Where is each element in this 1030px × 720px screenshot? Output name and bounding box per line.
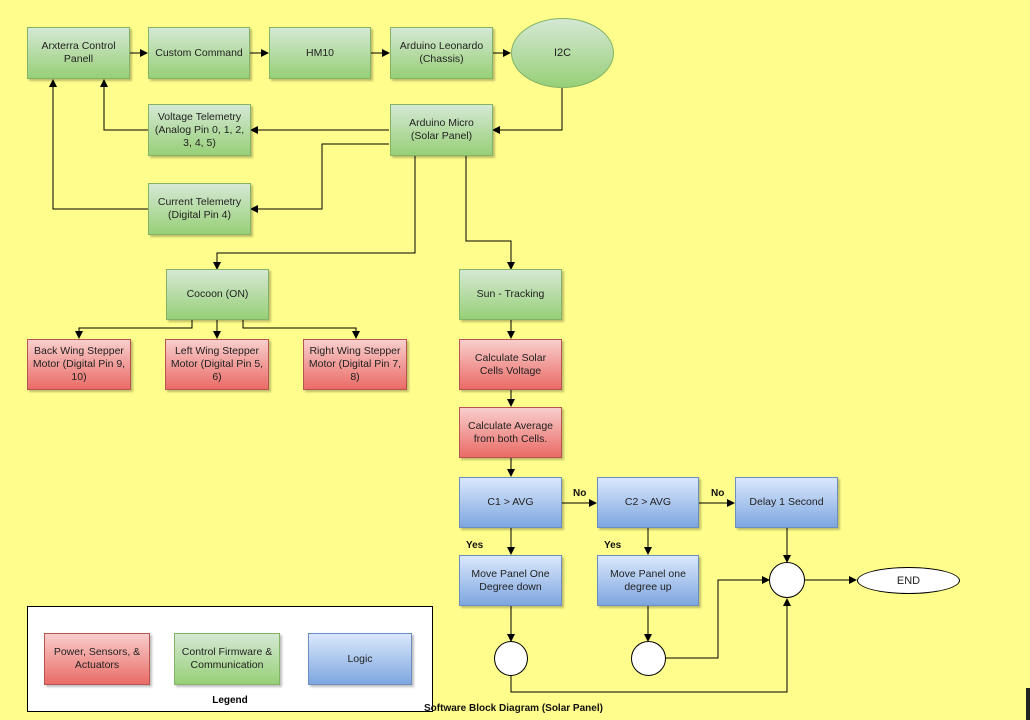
node-calculate-voltage: Calculate Solar Cells Voltage bbox=[459, 339, 562, 390]
connector-circle-down bbox=[494, 641, 528, 676]
join-circle bbox=[769, 562, 805, 598]
edge-cocoon-right bbox=[242, 320, 360, 339]
edge-bar bbox=[1026, 688, 1030, 720]
legend-logic: Logic bbox=[308, 633, 412, 685]
node-arduino-leonardo: Arduino Leonardo (Chassis) bbox=[390, 27, 493, 79]
diagram-caption: Software Block Diagram (Solar Panel) bbox=[424, 703, 603, 714]
node-c2-greater-avg: C2 > AVG bbox=[597, 477, 699, 528]
node-right-wing-motor: Right Wing Stepper Motor (Digital Pin 7,… bbox=[303, 339, 407, 390]
edge-micro-cocoon bbox=[213, 156, 416, 270]
node-end: END bbox=[857, 567, 960, 594]
legend-control-firmware: Control Firmware & Communication bbox=[174, 633, 280, 685]
edge-label-yes-c2: Yes bbox=[604, 540, 622, 551]
node-voltage-telemetry: Voltage Telemetry (Analog Pin 0, 1, 2, 3… bbox=[148, 104, 251, 156]
node-sun-tracking: Sun - Tracking bbox=[459, 269, 562, 320]
edge-circleup-join bbox=[666, 576, 770, 659]
node-delay-1-second: Delay 1 Second bbox=[735, 477, 838, 528]
edge-micro-sun bbox=[465, 156, 515, 270]
edge-voltage-arxterra bbox=[100, 79, 148, 131]
edge-current-arxterra bbox=[49, 79, 148, 210]
node-arduino-micro: Arduino Micro (Solar Panel) bbox=[390, 104, 493, 156]
connector-circle-up bbox=[631, 641, 666, 676]
edge-cocoon-back bbox=[75, 320, 193, 339]
node-move-panel-down: Move Panel One Degree down bbox=[459, 555, 562, 606]
node-left-wing-motor: Left Wing Stepper Motor (Digital Pin 5, … bbox=[165, 339, 269, 390]
node-move-panel-up: Move Panel one degree up bbox=[597, 555, 699, 606]
edge-micro-current bbox=[250, 143, 389, 213]
node-c1-greater-avg: C1 > AVG bbox=[459, 477, 562, 528]
node-current-telemetry: Current Telemetry (Digital Pin 4) bbox=[148, 183, 251, 235]
node-cocoon: Cocoon (ON) bbox=[166, 269, 269, 320]
legend-power-sensors-actuators: Power, Sensors, & Actuators bbox=[44, 633, 150, 685]
edge-label-no-c1: No bbox=[573, 488, 587, 499]
node-back-wing-motor: Back Wing Stepper Motor (Digital Pin 9, … bbox=[27, 339, 131, 390]
edge-label-yes-c1: Yes bbox=[466, 540, 484, 551]
node-hm10: HM10 bbox=[269, 27, 371, 79]
edge-i2c-micro bbox=[492, 88, 563, 134]
legend-title: Legend bbox=[212, 695, 248, 706]
node-custom-command: Custom Command bbox=[148, 27, 250, 79]
node-arxterra-control-panel: Arxterra Control Panell bbox=[27, 27, 130, 79]
edge-circledown-join bbox=[510, 598, 791, 693]
node-i2c: I2C bbox=[511, 18, 614, 88]
edge-label-no-c2: No bbox=[711, 488, 725, 499]
node-calculate-average: Calculate Average from both Cells. bbox=[459, 407, 562, 458]
legend-panel: Power, Sensors, & Actuators Control Firm… bbox=[27, 606, 433, 712]
